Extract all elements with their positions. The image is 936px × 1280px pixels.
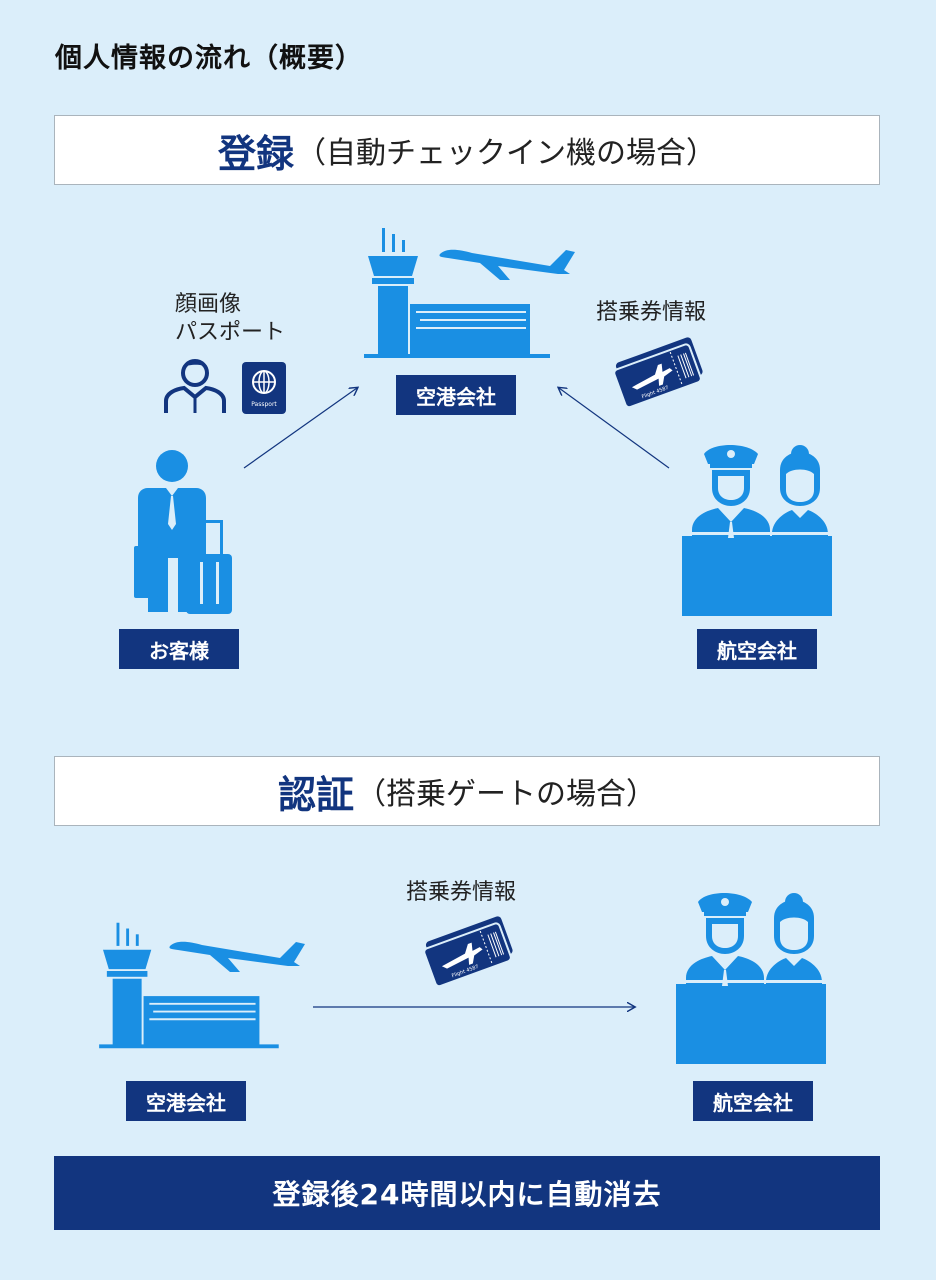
passport-text: Passport [251,401,277,408]
arrow-customer-to-airport [243,388,357,469]
registration-title-sub: （自動チェックイン機の場合） [296,136,716,171]
boarding-pass-icon: Flight 4587 [613,337,703,409]
auto-delete-notice: 登録後24時間以内に自動消去 [54,1156,880,1230]
caption-face-image: 顔画像 [175,292,242,317]
boarding-pass-icon: Flight 4587 [423,916,513,988]
airport-tower-icon [364,228,550,358]
label-airport-auth: 空港会社 [126,1081,246,1121]
page-title: 個人情報の流れ（概要） [55,43,363,74]
airplane-icon [439,249,575,280]
traveler-with-luggage-icon [134,450,232,614]
label-airport: 空港会社 [396,375,516,415]
registration-title-main: 登録 [217,131,294,176]
label-airline-auth: 航空会社 [693,1081,813,1121]
airplane-icon [169,941,305,972]
arrow-airline-to-airport [559,388,670,469]
caption-passport: パスポート [175,320,286,345]
label-airline: 航空会社 [697,629,817,669]
authentication-header: 認証 （搭乗ゲートの場合） [54,756,880,826]
authentication-title-main: 認証 [277,772,354,817]
airline-crew-at-counter-icon [676,893,826,1064]
person-icon [164,359,226,413]
caption-boarding-info-authentication: 搭乗券情報 [406,880,517,905]
airport-tower-icon [99,922,279,1049]
registration-header: 登録 （自動チェックイン機の場合） [54,115,880,185]
passport-icon: Passport [242,362,286,414]
authentication-title-sub: （搭乗ゲートの場合） [356,777,656,812]
label-customer: お客様 [119,629,239,669]
caption-boarding-info-registration: 搭乗券情報 [596,300,707,325]
airline-crew-at-counter-icon [682,445,832,616]
